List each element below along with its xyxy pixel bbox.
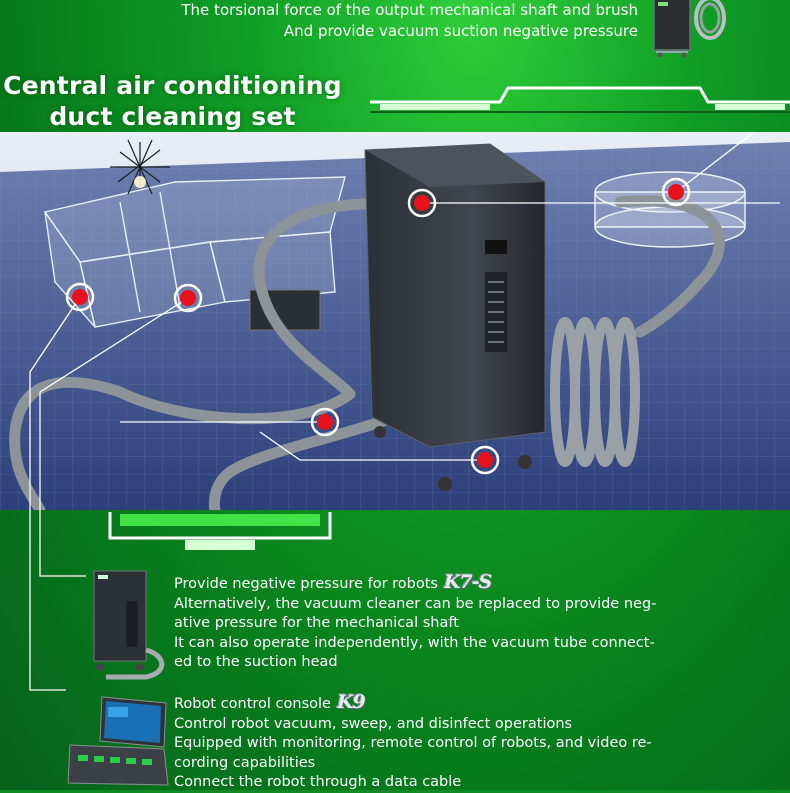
item-2-line-2: Control robot vacuum, sweep, and disinfe… (174, 715, 573, 732)
top-machine-image (653, 0, 726, 58)
item-2-line-5: Connect the robot through a data cable (174, 774, 462, 790)
control-console-thumbnail (67, 696, 169, 786)
vacuum-unit-thumbnail (93, 570, 165, 680)
hotspot-machine-base[interactable] (470, 445, 500, 475)
coil-hose (550, 317, 640, 467)
model-badge-k7s: K7-S (444, 571, 492, 593)
vacuum-machine (364, 143, 546, 491)
item-1-line-3: ative pressure for the mechanical shaft (174, 615, 459, 631)
model-badge-k9: K9 (336, 691, 366, 713)
item-1-line-5: ed to the suction head (174, 654, 338, 670)
callout-lines (29, 132, 780, 461)
hotspot-duct-right[interactable] (173, 283, 203, 313)
scene-illustration (0, 132, 790, 510)
header-text: The torsional force of the output mechan… (181, 0, 638, 42)
product-scene (0, 132, 790, 510)
header-line-2: And provide vacuum suction negative pres… (283, 22, 638, 40)
hotspot-machine-top[interactable] (407, 188, 437, 218)
hotspot-hose-joint[interactable] (310, 407, 340, 437)
item-1-line-4: It can also operate independently, with … (174, 634, 655, 651)
item-1-line-2: Alternatively, the vacuum cleaner can be… (174, 595, 657, 612)
bottom-bracket-decoration (108, 512, 332, 550)
top-bracket-decoration (370, 86, 790, 113)
title-line-2: duct cleaning set (49, 102, 296, 131)
item-2-line-3: Equipped with monitoring, remote control… (174, 735, 652, 751)
header-line-1: The torsional force of the output mechan… (181, 1, 638, 19)
hotspot-duct-left[interactable] (65, 282, 95, 312)
hotspot-ring-duct[interactable] (661, 177, 691, 207)
item-2-line-4: cording capabilities (174, 754, 316, 771)
page-title: Central air conditioning duct cleaning s… (0, 70, 345, 132)
title-line-1: Central air conditioning (3, 71, 342, 100)
